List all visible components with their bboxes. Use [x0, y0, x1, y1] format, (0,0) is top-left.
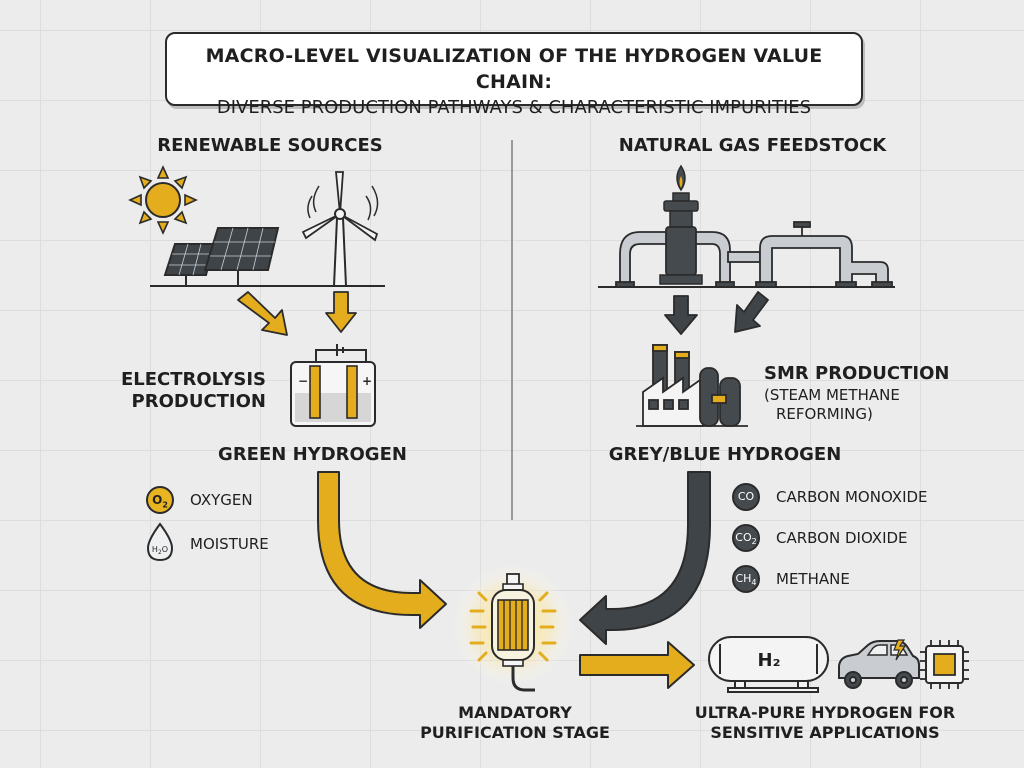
ch4-badge-sub: 4	[751, 578, 757, 588]
green-hydrogen-label: GREEN HYDROGEN	[218, 444, 407, 465]
diagram-subtitle: DIVERSE PRODUCTION PATHWAYS & CHARACTERI…	[216, 97, 812, 118]
svg-text:−: −	[298, 374, 308, 388]
impurity-moisture: MOISTURE	[190, 535, 269, 553]
purified-output-arrow	[579, 641, 695, 689]
svg-text:+: +	[362, 374, 372, 388]
ch4-badge-main: CH	[735, 572, 752, 585]
impurity-methane: METHANE	[776, 570, 850, 588]
co-badge-icon: CO	[732, 483, 760, 511]
ch4-badge-icon: CH4	[732, 565, 760, 593]
co-badge-main: CO	[737, 490, 755, 503]
smr-subtitle-line2: REFORMING)	[776, 405, 873, 423]
renewable-sources-label: RENEWABLE SOURCES	[157, 135, 383, 156]
car-icon	[838, 639, 920, 689]
grey-hydrogen-flow-arrow	[579, 471, 711, 645]
tank-label: H₂	[758, 650, 781, 671]
green-hydrogen-flow-arrow	[317, 471, 447, 629]
output-label-line1: ULTRA-PURE HYDROGEN FOR	[694, 703, 956, 722]
renewable-to-electrolysis-arrows	[237, 291, 357, 336]
smr-subtitle-line1: (STEAM METHANE	[764, 386, 900, 404]
electrolysis-cell-icon: − +	[290, 344, 376, 427]
title-box: MACRO-LEVEL VISUALIZATION OF THE HYDROGE…	[165, 32, 863, 118]
wind-turbine-icon	[301, 171, 379, 287]
sun-icon	[128, 165, 198, 235]
pipeline-icon	[615, 221, 893, 288]
oxygen-badge-icon: O2	[146, 486, 174, 514]
purification-label-line2: PURIFICATION STAGE	[420, 723, 610, 742]
impurity-carbon-monoxide: CARBON MONOXIDE	[776, 488, 928, 506]
moisture-badge-sub: 2	[158, 549, 162, 556]
factory-icon	[636, 344, 748, 427]
solar-panel-icon	[163, 227, 280, 286]
oxygen-badge-sub: 2	[162, 500, 168, 510]
electrolysis-label-line2: PRODUCTION	[131, 391, 266, 412]
electrolysis-label-line1: ELECTROLYSIS	[120, 369, 266, 390]
water-drop-icon: H2O	[146, 522, 174, 562]
oxygen-badge-main: O	[152, 493, 163, 507]
moisture-badge-tail: O	[162, 545, 168, 554]
grey-blue-hydrogen-label: GREY/BLUE HYDROGEN	[608, 444, 842, 465]
impurity-oxygen: OXYGEN	[190, 491, 253, 509]
purification-label-line1: MANDATORY	[458, 703, 572, 722]
gas-to-smr-arrows	[664, 291, 769, 335]
co2-badge-sub: 2	[751, 537, 757, 547]
co2-badge-main: CO	[735, 531, 752, 544]
smr-production-label: SMR PRODUCTION	[764, 363, 950, 384]
hydrogen-tank-icon	[708, 636, 829, 693]
svg-text:H2O: H2O	[152, 545, 168, 556]
impurity-carbon-dioxide: CARBON DIOXIDE	[776, 529, 908, 547]
gas-wellhead-icon	[659, 164, 703, 285]
diagram-title: MACRO-LEVEL VISUALIZATION OF THE HYDROGE…	[205, 45, 823, 93]
natural-gas-feedstock-label: NATURAL GAS FEEDSTOCK	[618, 135, 887, 156]
moisture-badge-main: H	[152, 545, 158, 554]
purifier-icon	[451, 563, 575, 692]
output-label-line2: SENSITIVE APPLICATIONS	[710, 723, 940, 742]
microchip-icon	[920, 640, 969, 689]
co2-badge-icon: CO2	[732, 524, 760, 552]
